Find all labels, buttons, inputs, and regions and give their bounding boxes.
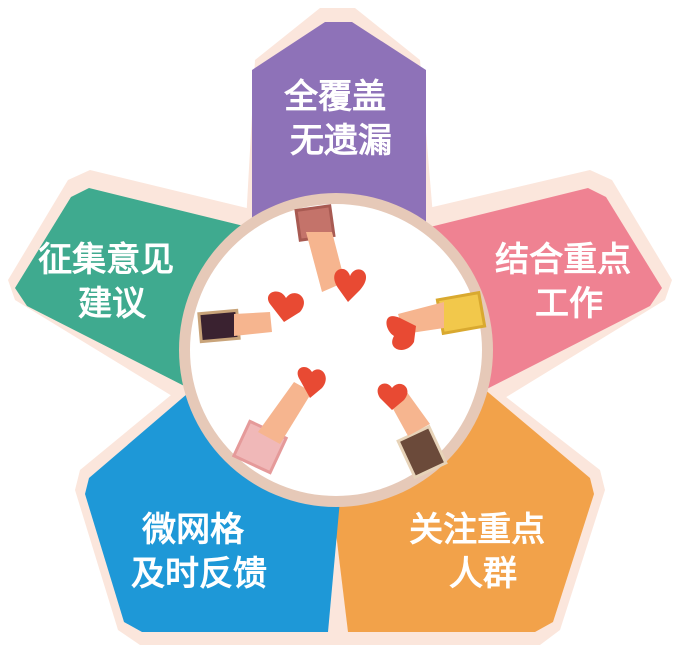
bottom-right-hand: [377, 383, 448, 480]
right-hand: [386, 290, 487, 350]
right-label: 结合重点 工作: [495, 240, 643, 324]
bottom-left-label-line-2: 及时反馈: [131, 554, 267, 594]
top-label-line-1: 全覆盖: [283, 77, 386, 117]
left-label: 征集意见 建议: [38, 240, 186, 324]
left-hand-arm: [234, 312, 272, 336]
bottom-right-label-line-2: 人群: [449, 554, 517, 594]
bottom-right-label: 关注重点 人群: [409, 510, 557, 594]
bottom-right-label-line-1: 关注重点: [409, 510, 545, 550]
bottom-left-label: 微网格 及时反馈: [131, 510, 267, 594]
left-hand-heart: [267, 291, 305, 322]
hands-group: [197, 204, 487, 480]
right-hand-heart: [386, 316, 416, 350]
right-label-line-1: 结合重点: [495, 240, 631, 280]
bottom-right-hand-heart: [377, 383, 408, 410]
top-label-line-2: 无遗漏: [290, 121, 392, 161]
labels-group: 全覆盖 无遗漏 结合重点 工作 关注重点 人群 微网格 及时反馈 征集意见 建议: [38, 77, 643, 594]
bottom-left-label-line-1: 微网格: [141, 510, 245, 550]
right-hand-sleeve: [435, 290, 487, 336]
bottom-right-hand-sleeve: [396, 424, 448, 480]
top-hand-heart: [334, 268, 367, 302]
top-label: 全覆盖 无遗漏: [283, 77, 398, 161]
bottom-left-hand-arm: [258, 382, 312, 444]
left-hand-sleeve: [197, 308, 241, 344]
bottom-left-hand: [231, 366, 326, 475]
top-hand: [294, 204, 367, 302]
left-label-line-1: 征集意见: [38, 240, 174, 280]
right-label-line-2: 工作: [535, 284, 603, 324]
left-label-line-2: 建议: [78, 284, 147, 324]
bottom-left-hand-heart: [297, 366, 326, 398]
left-hand: [197, 291, 305, 344]
petal-top: [252, 22, 426, 228]
